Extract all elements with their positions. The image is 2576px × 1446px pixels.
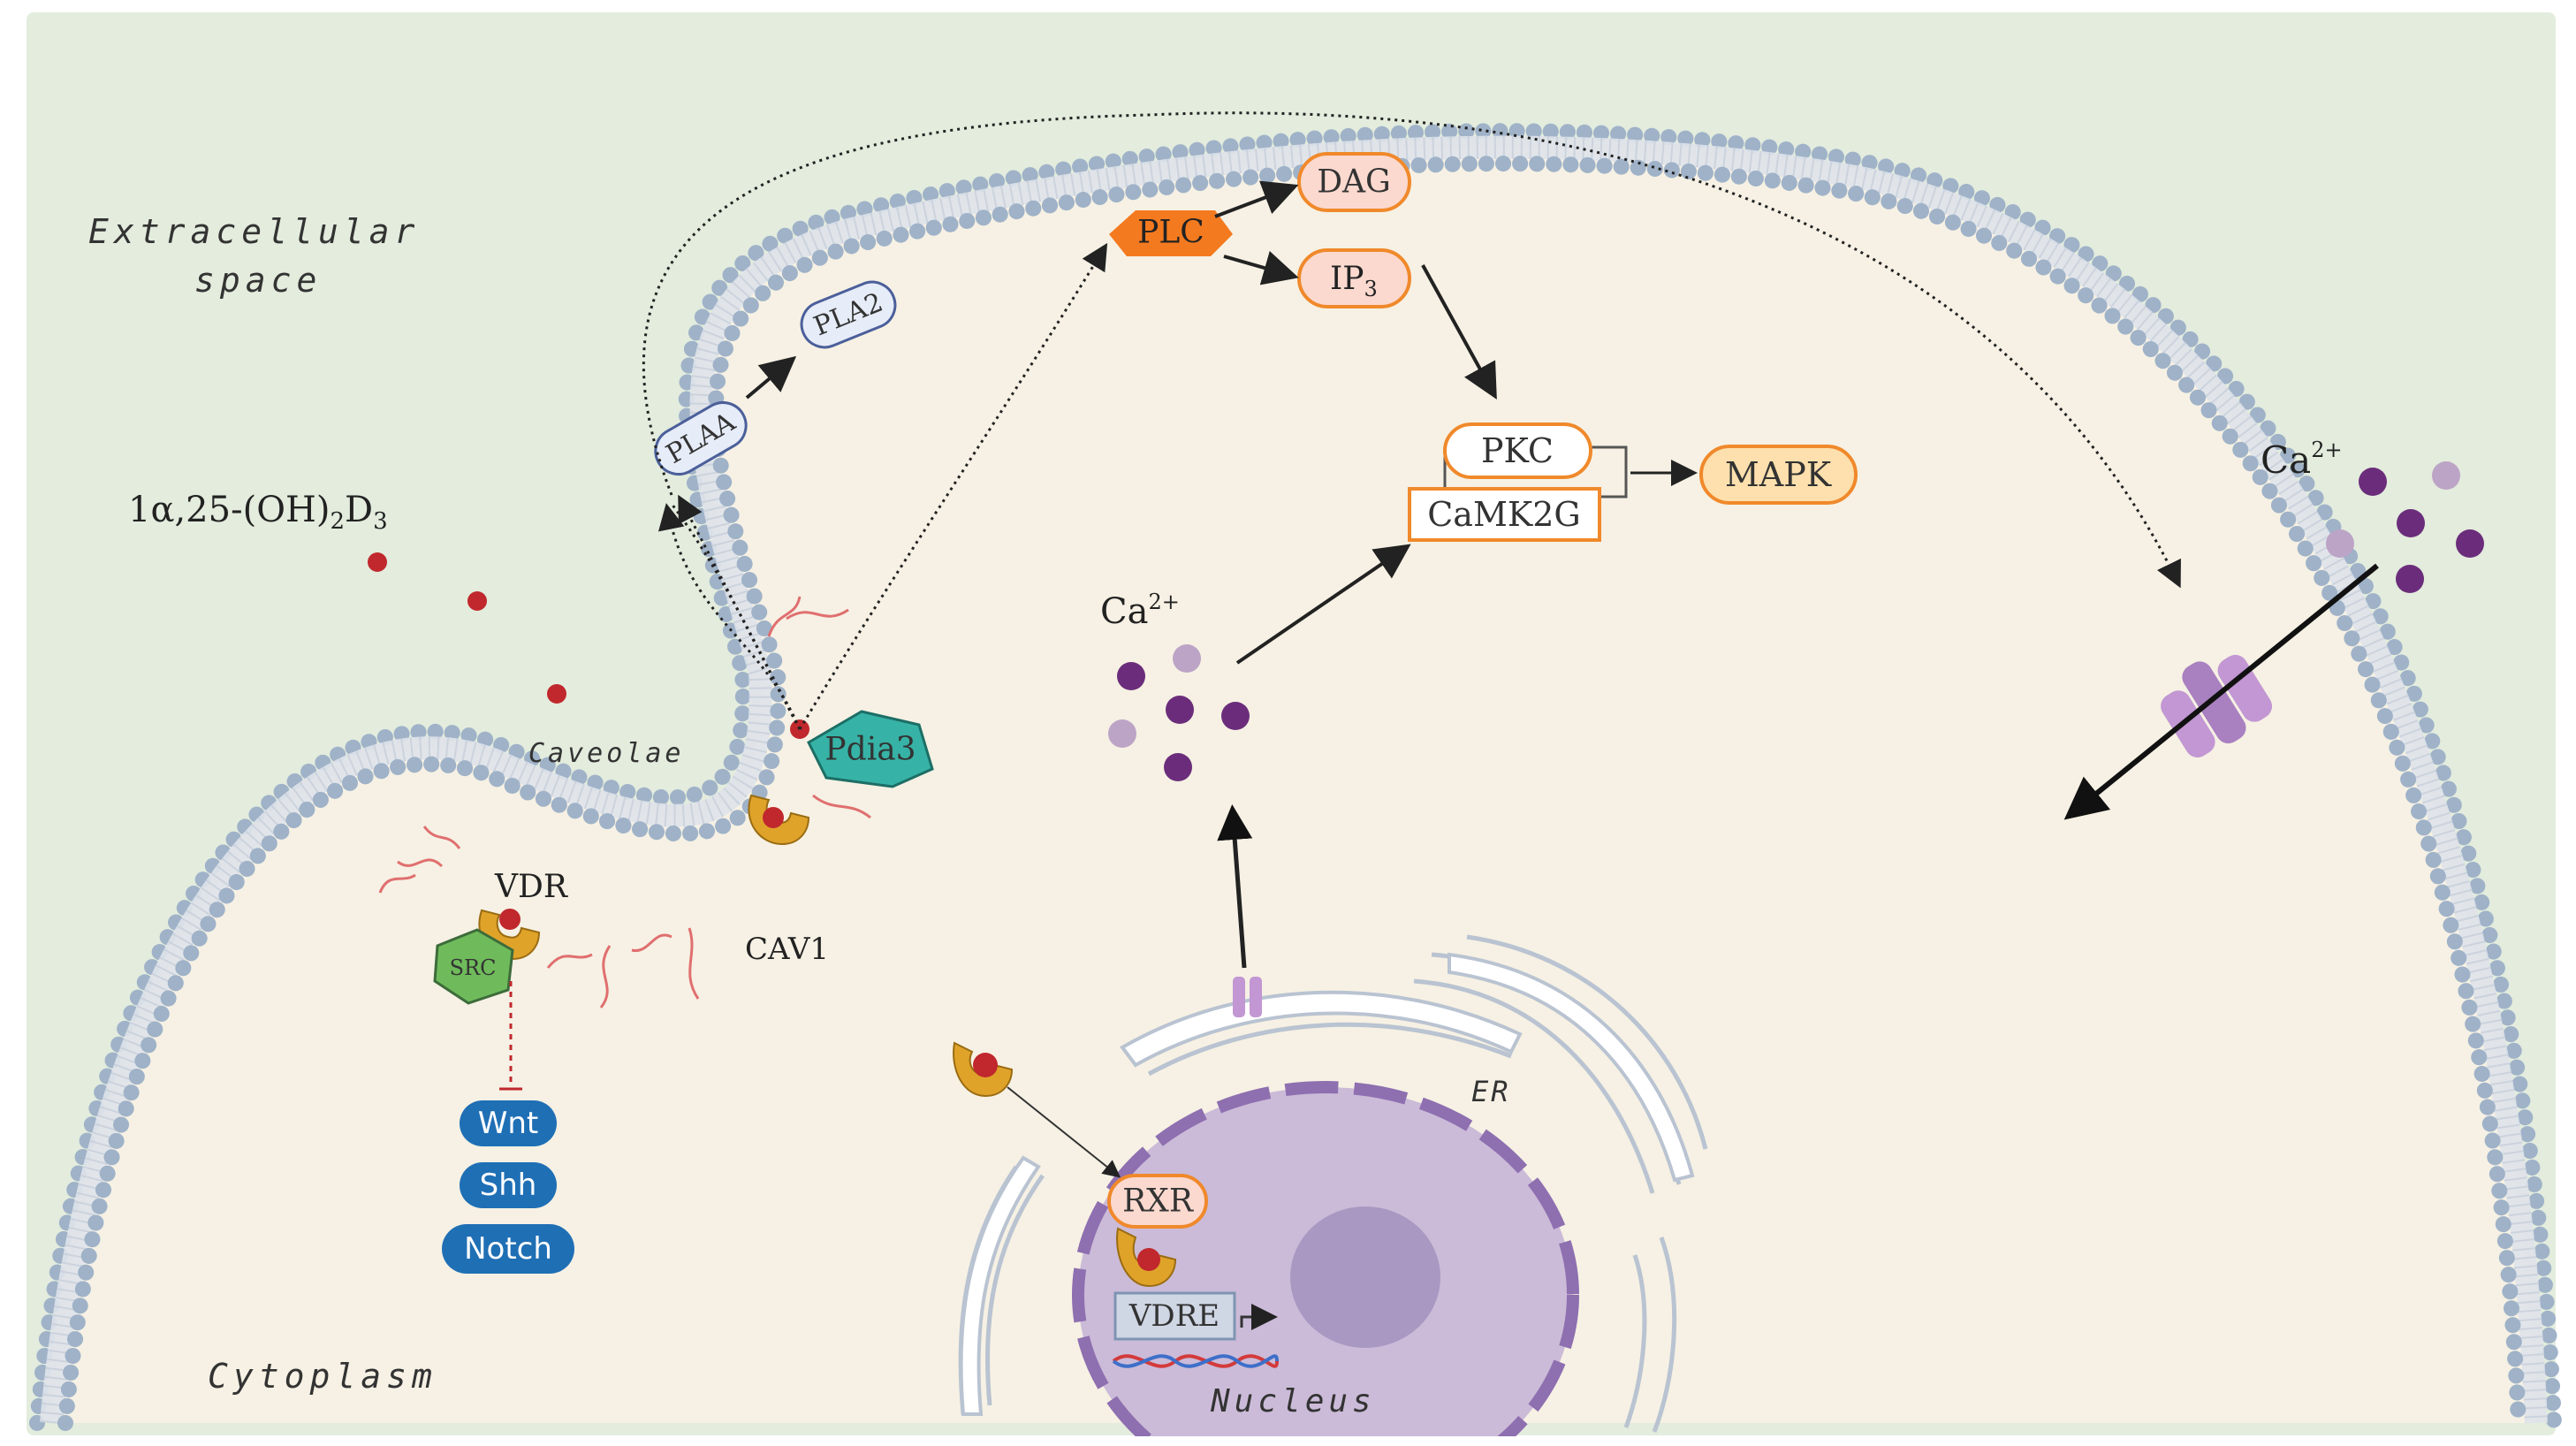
dag-node: DAG	[1297, 152, 1411, 212]
calcium-extracellular-ions	[2326, 461, 2484, 593]
nuclear-vdr	[1116, 1227, 1177, 1288]
svg-text:PKC: PKC	[1481, 431, 1554, 470]
camk2g-node: CaMK2G	[1408, 487, 1601, 542]
plc-node: PLC	[1109, 210, 1233, 256]
svg-text:RXR: RXR	[1122, 1183, 1194, 1220]
calcium-extracellular-label: Ca2+	[2261, 438, 2343, 482]
cytoplasm-label: Cytoplasm	[208, 1357, 437, 1396]
nucleus-label: Nucleus	[1210, 1383, 1376, 1419]
nucleus-er-group	[958, 934, 1708, 1436]
ip3-node: IP3	[1297, 248, 1411, 308]
svg-text:IP3: IP3	[1330, 261, 1378, 301]
cytoplasm-region	[51, 147, 2536, 1424]
calcium-cytosolic-label: Ca2+	[1100, 590, 1180, 632]
svg-text:Wnt: Wnt	[478, 1106, 539, 1141]
svg-text:CaMK2G: CaMK2G	[1427, 495, 1581, 534]
pkc-node: PKC	[1443, 422, 1592, 479]
vdre-node: VDRE	[1113, 1291, 1236, 1341]
nucleolus	[1290, 1206, 1440, 1348]
vdr-label: VDR	[494, 869, 568, 905]
mapk-node: MAPK	[1699, 445, 1858, 505]
ligand-label: 1α,25-(OH)2D3	[128, 490, 388, 535]
membrane-vdr-receptor	[748, 794, 810, 846]
dna-helix	[1112, 1354, 1279, 1368]
svg-text:Notch: Notch	[464, 1231, 552, 1267]
pkc-camk2g-complex: PKC CaMK2G	[1408, 422, 1628, 542]
svg-text:PLC: PLC	[1137, 215, 1204, 251]
cytosolic-vdr	[953, 1041, 1014, 1098]
plasma-calcium-channel	[2161, 654, 2273, 758]
svg-text:MAPK: MAPK	[1725, 455, 1832, 494]
pathway-notch: Notch	[442, 1224, 574, 1274]
cav1-label: CAV1	[745, 932, 829, 967]
er-sheets	[959, 952, 1695, 1416]
ligand-molecule	[467, 591, 487, 611]
svg-text:DAG: DAG	[1317, 164, 1391, 201]
pathway-shh: Shh	[460, 1162, 557, 1208]
ligand-molecule	[368, 552, 387, 572]
er-label: ER	[1471, 1075, 1511, 1108]
svg-text:SRC: SRC	[450, 955, 497, 980]
extracellular-label-line1: Extracellular	[88, 212, 420, 251]
caveolae-label: Caveolae	[528, 738, 685, 769]
extracellular-label-line2: space	[194, 261, 322, 300]
svg-text:VDRE: VDRE	[1128, 1298, 1220, 1334]
er-calcium-channel	[1233, 977, 1262, 1017]
ligand-molecule	[547, 684, 566, 704]
transcription-start-arrow	[1240, 1304, 1278, 1330]
rxr-node: RXR	[1107, 1174, 1208, 1229]
svg-text:Pdia3: Pdia3	[824, 732, 916, 768]
src-node: SRC	[433, 928, 514, 1005]
calcium-cytosolic-ions	[1108, 644, 1250, 781]
pdia3-node: Pdia3	[807, 710, 934, 788]
arrows	[642, 111, 2379, 1178]
svg-text:Shh: Shh	[480, 1168, 537, 1203]
pathway-wnt: Wnt	[460, 1100, 557, 1146]
cell-membrane	[29, 123, 2562, 1431]
